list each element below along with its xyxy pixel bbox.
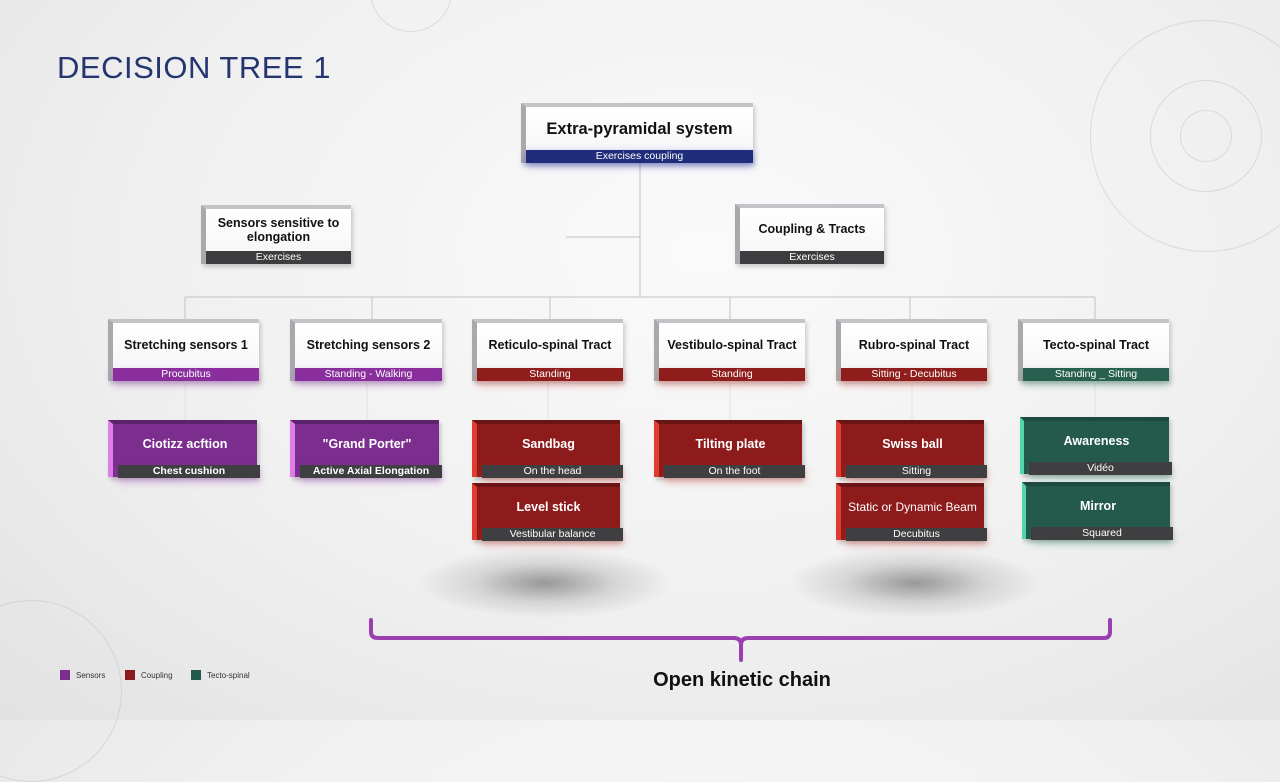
curly-brace [369,618,1112,662]
leaf-sandbag: Sandbag On the head [472,420,623,478]
column-node-rubro-spinal: Rubro-spinal Tract Sitting - Decubitus [836,319,987,381]
column-label: Tecto-spinal Tract [1042,338,1150,352]
leaf-sublabel: On the foot [664,465,805,478]
leaf-sublabel: Sitting [846,465,987,478]
leaf-label: Swiss ball [882,436,943,451]
tree-connectors [184,162,1096,420]
leaf-static-dynamic-beam: Static or Dynamic Beam Decubitus [836,483,987,541]
legend-item-sensors: Sensors [60,670,105,680]
column-node-vestibulo-spinal: Vestibulo-spinal Tract Standing [654,319,805,381]
floor-shadow [790,548,1040,618]
legend-swatch [125,670,135,680]
column-sublabel: Sitting - Decubitus [841,368,987,381]
column-sublabel: Standing _ Sitting [1023,368,1169,381]
leaf-mirror: Mirror Squared [1022,482,1173,540]
column-node-stretching-1: Stretching sensors 1 Procubitus [108,319,259,381]
leaf-label: Level stick [516,499,581,514]
decorative-circle [1180,110,1232,162]
page-title: DECISION TREE 1 [57,50,331,85]
leaf-sublabel: Vestibular balance [482,528,623,541]
legend-swatch [60,670,70,680]
branch-sublabel: Exercises [206,251,351,264]
branch-sublabel: Exercises [740,251,884,264]
branch-label: Sensors sensitive to elongation [217,215,340,244]
column-label: Reticulo-spinal Tract [488,338,612,352]
leaf-sublabel: On the head [482,465,623,478]
column-sublabel: Standing - Walking [295,368,442,381]
leaf-label: Sandbag [522,436,575,451]
legend-item-coupling: Coupling [125,670,173,680]
legend-label: Coupling [141,670,173,680]
legend-label: Tecto-spinal [207,670,250,680]
column-sublabel: Procubitus [113,368,259,381]
leaf-sublabel: Vidéo [1029,462,1172,475]
leaf-sublabel: Active Axial Elongation [300,465,442,478]
root-sublabel: Exercises coupling [526,150,753,163]
column-sublabel: Standing [477,368,623,381]
branch-node-coupling: Coupling & Tracts Exercises [735,204,884,264]
caption: Open kinetic chain [653,669,831,691]
leaf-label: Static or Dynamic Beam [848,499,977,514]
column-label: Stretching sensors 1 [124,338,248,352]
leaf-label: Awareness [1063,433,1130,448]
leaf-sublabel: Squared [1031,527,1173,540]
root-node: Extra-pyramidal system Exercises couplin… [521,103,753,163]
leaf-label: Ciotizz acftion [142,436,228,451]
decorative-circle [1150,80,1262,192]
column-node-tecto-spinal: Tecto-spinal Tract Standing _ Sitting [1018,319,1169,381]
column-sublabel: Standing [659,368,805,381]
column-label: Stretching sensors 2 [306,338,431,352]
leaf-tilting-plate: Tilting plate On the foot [654,420,805,478]
legend-item-tecto-spinal: Tecto-spinal [191,670,250,680]
column-node-stretching-2: Stretching sensors 2 Standing - Walking [290,319,442,381]
branch-node-sensors: Sensors sensitive to elongation Exercise… [201,205,351,264]
leaf-label: Mirror [1079,498,1117,513]
column-label: Rubro-spinal Tract [858,338,970,352]
leaf-sublabel: Chest cushion [118,465,260,478]
leaf-sublabel: Decubitus [846,528,987,541]
leaf-level-stick: Level stick Vestibular balance [472,483,623,541]
leaf-ciotizz-action: Ciotizz acftion Chest cushion [108,420,260,478]
legend-label: Sensors [76,670,106,680]
column-node-reticulo-spinal: Reticulo-spinal Tract Standing [472,319,623,381]
leaf-swiss-ball: Swiss ball Sitting [836,420,987,478]
leaf-label: "Grand Porter" [322,436,412,451]
branch-label: Coupling & Tracts [758,222,866,236]
root-label: Extra-pyramidal system [546,119,733,138]
leaf-awareness: Awareness Vidéo [1020,417,1172,475]
column-label: Vestibulo-spinal Tract [667,338,797,352]
leaf-label: Tilting plate [695,436,766,451]
legend-swatch [191,670,201,680]
leaf-grand-porter: "Grand Porter" Active Axial Elongation [290,420,442,478]
floor-shadow [420,548,670,618]
